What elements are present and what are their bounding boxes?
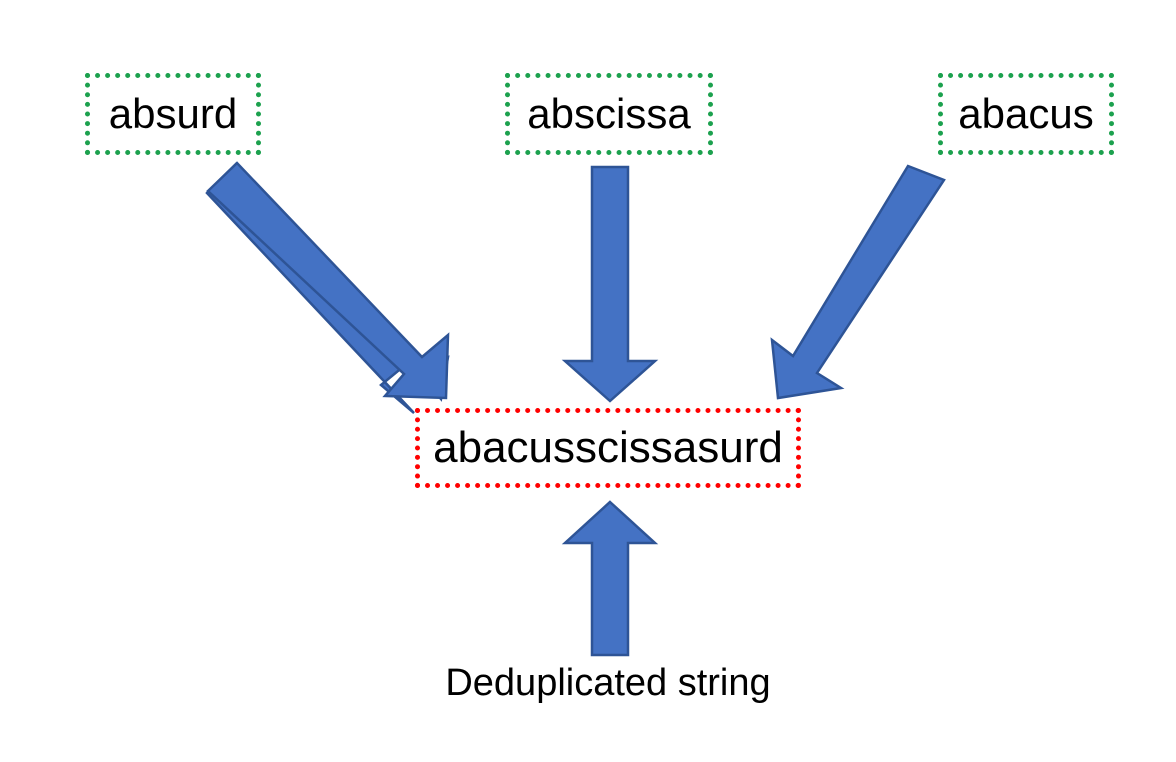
- source-word-box-absurd[interactable]: absurd: [85, 73, 261, 155]
- caption-deduplicated-string: Deduplicated string: [415, 660, 801, 706]
- deduplicated-string-label: abacusscissasurd: [433, 423, 783, 472]
- arrow-abacus-to-result: [770, 164, 946, 400]
- source-word-label: absurd: [108, 90, 238, 137]
- source-word-label: abacus: [958, 90, 1094, 137]
- arrow-absurd-to-result-body: [206, 161, 450, 400]
- arrow-absurd-to-result: [205, 162, 450, 414]
- arrow-abscissa-to-result: [561, 165, 659, 403]
- arrow-caption-to-result: [561, 500, 659, 657]
- source-word-box-abscissa[interactable]: abscissa: [505, 73, 713, 155]
- source-word-label: abscissa: [527, 90, 691, 137]
- caption-label: Deduplicated string: [445, 662, 771, 704]
- deduplicated-string-box[interactable]: abacusscissasurd: [415, 408, 801, 488]
- source-word-box-abacus[interactable]: abacus: [938, 73, 1114, 155]
